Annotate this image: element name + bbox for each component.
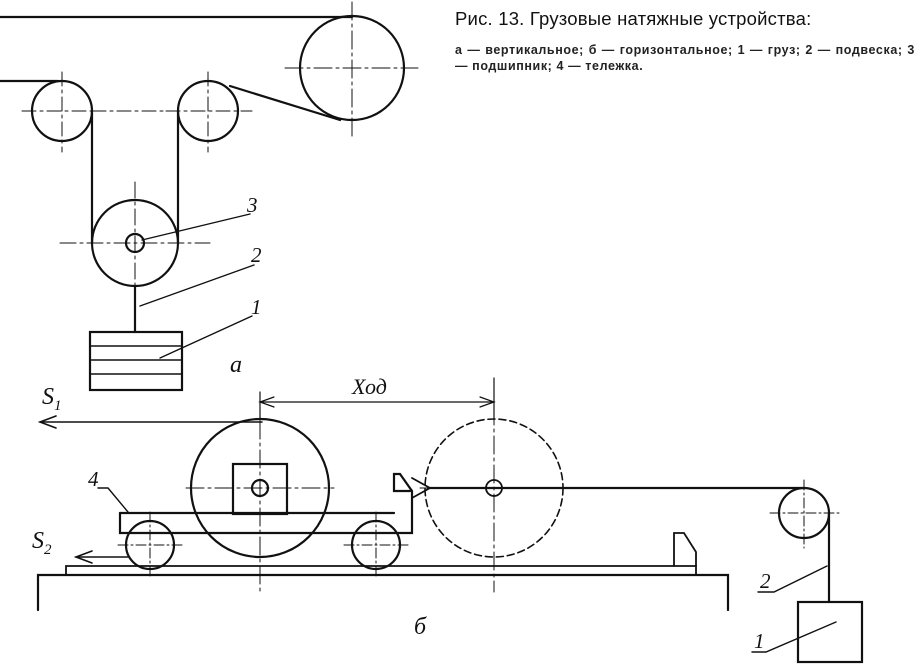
label-weight: 1 <box>251 295 262 319</box>
horizontal-tensioner: S1 S2 Ход <box>32 374 864 664</box>
label-travel: Ход <box>351 374 387 399</box>
label-bearing: 3 <box>246 193 258 217</box>
figure-caption: Рис. 13. Грузовые натяжные устройства: а… <box>455 8 915 74</box>
caption-legend: а — вертикальное; б — горизонтальное; 1 … <box>455 43 915 73</box>
leader-weight <box>159 315 253 359</box>
label-horizontal-hanger: 2 <box>760 569 771 593</box>
cart-body <box>118 472 414 535</box>
end-stop <box>673 532 697 567</box>
leader-cart <box>97 487 129 513</box>
belt-return-run <box>228 84 342 122</box>
caption-title: Рис. 13. Грузовые натяжные устройства: <box>455 8 812 29</box>
label-view-a: а <box>230 352 242 378</box>
horizontal-counterweight <box>796 600 864 664</box>
counterweight <box>88 330 184 392</box>
force-s1-arrowhead <box>37 415 57 429</box>
label-horizontal-weight: 1 <box>754 629 765 653</box>
label-s2: S2 <box>32 528 52 558</box>
leader-bearing <box>141 213 251 241</box>
label-cart: 4 <box>88 467 99 491</box>
label-hanger: 2 <box>251 243 262 267</box>
label-view-b: б <box>414 614 427 640</box>
base-frame <box>36 573 730 612</box>
cart-rail <box>65 565 697 576</box>
leader-horizontal-weight <box>751 621 837 653</box>
force-s2-arrowhead <box>73 550 93 564</box>
vertical-tensioner: 3 2 1 а <box>0 1 419 392</box>
label-s1: S1 <box>42 384 62 414</box>
leader-horizontal-hanger <box>757 565 828 593</box>
leader-hanger <box>139 264 255 307</box>
